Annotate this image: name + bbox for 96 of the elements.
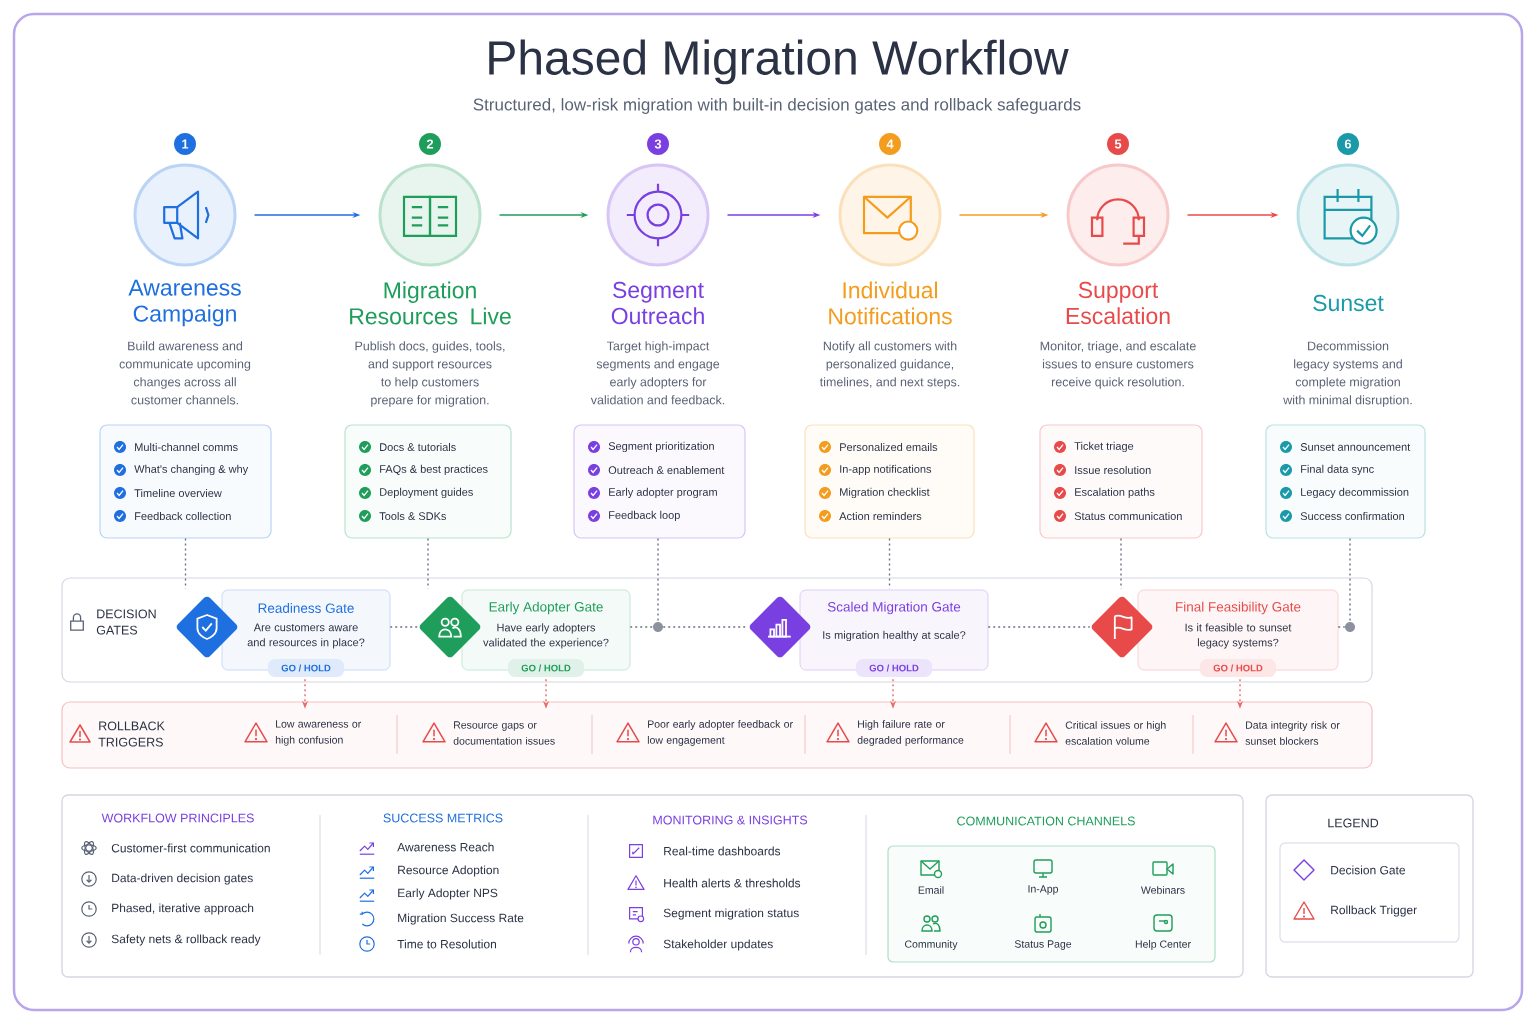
stage-description: Build awareness and communicate upcoming changes across all customer channels. bbox=[119, 341, 251, 405]
connector-line bbox=[629, 626, 654, 628]
title: Phased Migration Workflow bbox=[489, 39, 1069, 85]
trigger-text: Low awareness or high confusion bbox=[275, 720, 362, 746]
subtitle: Structured, low-risk migration with built-in decision gates and rollback safeguards bbox=[473, 98, 1081, 114]
connector-line bbox=[657, 537, 659, 623]
checklist-item: Action reminders bbox=[839, 511, 922, 521]
checklist-item: Timeline overview bbox=[134, 488, 222, 498]
stage-description: Decommission legacy systems and complete migration with minimal disruption. bbox=[1283, 341, 1412, 407]
connector-line bbox=[1349, 537, 1351, 623]
checklist-item: Tools & SDKs bbox=[379, 511, 447, 521]
gate-question: Are customers aware and resources in place? bbox=[247, 623, 365, 649]
checklist-item: Feedback loop bbox=[609, 510, 680, 522]
checklist-item: Success confirmation bbox=[1300, 511, 1404, 521]
checklist-item: Sunset announcement bbox=[1300, 443, 1411, 451]
checklist-item: Outreach & enablement bbox=[608, 465, 725, 475]
stage-title: Individual Notifications bbox=[829, 281, 952, 325]
stage-description: Publish docs, guides, tools, and support resources to help customers prepare for migration. bbox=[355, 341, 505, 407]
gate-question: Is it feasible to sunset legacy systems? bbox=[1185, 623, 1292, 649]
list-item: Real-time dashboards bbox=[664, 846, 781, 856]
checklist-item: Segment prioritization bbox=[608, 441, 714, 453]
checklist-item: Issue resolution bbox=[1075, 465, 1151, 475]
stage-description: Monitor, triage, and escalate issues to ensure customers receive quick resolution. bbox=[1040, 341, 1196, 389]
list-item: Customer-first communication bbox=[111, 843, 270, 853]
list-item: Resource Adoption bbox=[398, 865, 499, 877]
number-badge: 4 bbox=[879, 133, 901, 155]
number-badge: 2 bbox=[419, 133, 441, 155]
trigger-text: Data integrity risk or sunset blockers bbox=[1245, 721, 1340, 745]
gate-question: Have early adopters validated the experience? bbox=[483, 623, 609, 649]
checklist-item: In-app notifications bbox=[840, 464, 932, 476]
connector-line bbox=[987, 626, 1091, 628]
stage-title: Awareness Campaign bbox=[128, 279, 241, 327]
go-hold-pill: GO / HOLD bbox=[1200, 659, 1276, 677]
channel-label: In-App bbox=[1028, 885, 1059, 895]
list-item: Safety nets & rollback ready bbox=[111, 934, 261, 946]
stage-title: Sunset bbox=[1313, 294, 1384, 312]
stage-title: Migration Resources Live bbox=[350, 281, 511, 325]
go-hold-pill: GO / HOLD bbox=[268, 659, 344, 677]
legend-label: Decision Gate bbox=[1331, 865, 1405, 875]
channel-label: Webinars bbox=[1141, 886, 1185, 894]
gate-title: Readiness Gate bbox=[258, 603, 354, 613]
number-badge: 3 bbox=[647, 133, 669, 155]
channel-label: Help Center bbox=[1135, 940, 1191, 950]
list-item: Data-driven decision gates bbox=[112, 873, 253, 885]
list-item: Health alerts & thresholds bbox=[664, 878, 801, 888]
band-heading: ROLLBACK TRIGGERS bbox=[98, 721, 165, 747]
gate-title: Final Feasibility Gate bbox=[1176, 601, 1301, 615]
checklist-item: Ticket triage bbox=[1074, 441, 1134, 453]
trigger-text: Poor early adopter feedback or low engagement bbox=[647, 720, 793, 746]
checklist-item: FAQs & best practices bbox=[380, 464, 488, 476]
connector-line bbox=[1337, 626, 1346, 628]
section-heading: LEGEND bbox=[1328, 818, 1379, 828]
list-item: Stakeholder updates bbox=[663, 939, 773, 951]
channel-label: Email bbox=[918, 886, 944, 894]
list-item: Awareness Reach bbox=[397, 842, 494, 852]
checklist-item: Final data sync bbox=[1301, 464, 1374, 476]
go-hold-pill: GO / HOLD bbox=[508, 659, 584, 677]
gate-title: Early Adopter Gate bbox=[489, 601, 603, 615]
channel-label: Status Page bbox=[1014, 940, 1072, 950]
stage-description: Target high-impact segments and engage early adopters for validation and feedback. bbox=[590, 341, 725, 405]
section-heading: MONITORING & INSIGHTS bbox=[653, 815, 808, 825]
connector-line bbox=[389, 626, 419, 628]
section-heading: WORKFLOW PRINCIPLES bbox=[101, 813, 254, 823]
checklist-item: Status communication bbox=[1074, 511, 1182, 521]
trigger-text: High failure rate or degraded performance bbox=[857, 720, 964, 746]
go-hold-pill: GO / HOLD bbox=[856, 659, 932, 677]
channel-label: Community bbox=[905, 940, 958, 950]
checklist-item: Legacy decommission bbox=[1301, 487, 1409, 499]
checklist-item: Feedback collection bbox=[135, 511, 231, 521]
checklist-item: Docs & tutorials bbox=[380, 442, 456, 452]
checklist-item: Deployment guides bbox=[380, 487, 473, 499]
band-heading: DECISION GATES bbox=[96, 609, 156, 635]
trigger-text: Critical issues or high escalation volume bbox=[1065, 721, 1166, 745]
number-badge: 1 bbox=[174, 133, 196, 155]
section-heading: SUCCESS METRICS bbox=[383, 813, 503, 823]
section-heading: COMMUNICATION CHANNELS bbox=[957, 816, 1135, 826]
checklist-item: Multi-channel comms bbox=[135, 442, 238, 452]
list-item: Time to Resolution bbox=[397, 939, 496, 949]
list-item: Early Adopter NPS bbox=[398, 888, 498, 900]
stage-title: Segment Outreach bbox=[611, 281, 704, 325]
number-badge: 5 bbox=[1107, 133, 1129, 155]
gate-title: Scaled Migration Gate bbox=[827, 601, 961, 615]
gate-question: Is migration healthy at scale? bbox=[823, 630, 966, 642]
legend-label: Rollback Trigger bbox=[1331, 905, 1417, 917]
checklist-item: What's changing & why bbox=[134, 464, 249, 476]
list-item: Migration Success Rate bbox=[398, 913, 524, 925]
stage-description: Notify all customers with personalized guidance, timelines, and next steps. bbox=[819, 341, 960, 389]
list-item: Segment migration status bbox=[663, 908, 799, 920]
trigger-text: Resource gaps or documentation issues bbox=[453, 721, 555, 745]
list-item: Phased, iterative approach bbox=[112, 903, 254, 915]
stage-title: Support Escalation bbox=[1066, 281, 1170, 325]
checklist-item: Early adopter program bbox=[609, 487, 717, 499]
checklist-item: Escalation paths bbox=[1075, 487, 1155, 499]
checklist-item: Migration checklist bbox=[840, 487, 930, 499]
number-badge: 6 bbox=[1337, 133, 1359, 155]
checklist-item: Personalized emails bbox=[840, 442, 938, 452]
